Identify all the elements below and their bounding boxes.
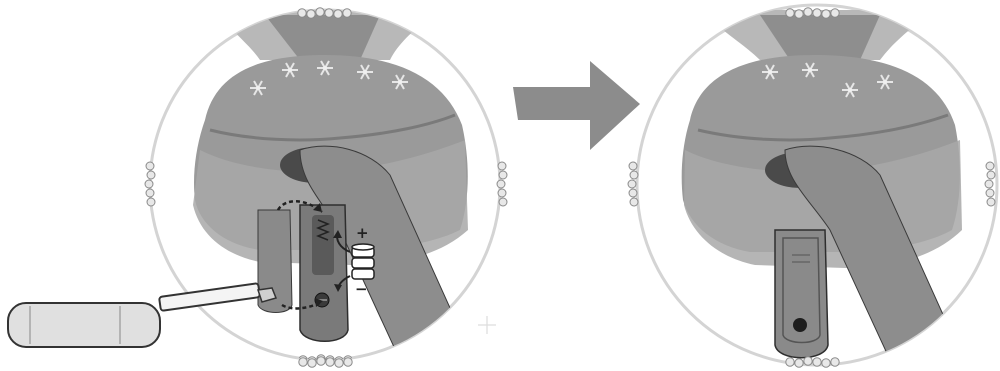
sparkle-icon: [478, 316, 496, 334]
right-panel-battery-door-closed: [628, 5, 997, 367]
screw-hole-icon: [793, 318, 807, 332]
arrow-right-icon: [513, 61, 640, 150]
jewel-side-left: [628, 162, 638, 206]
jewel-side-left: [145, 162, 155, 206]
battery-stack-icon: [352, 244, 374, 279]
battery-positive-sign: +: [356, 224, 369, 242]
left-panel-battery-door-open: + −: [8, 8, 507, 367]
battery-negative-sign: −: [355, 280, 368, 298]
